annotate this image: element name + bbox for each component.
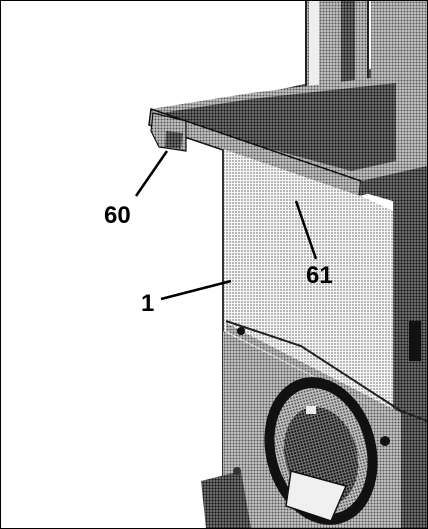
callout-label-1: 1: [141, 290, 154, 317]
leader-line-60: [134, 150, 169, 197]
bracket-60: [150, 112, 187, 152]
callout-label-61: 61: [306, 262, 333, 289]
leader-line-61: [294, 200, 318, 260]
callout-label-60: 60: [104, 202, 131, 229]
top-tray-plate: [148, 71, 427, 198]
leader-line-1: [160, 279, 232, 301]
control-dial: [264, 377, 378, 525]
